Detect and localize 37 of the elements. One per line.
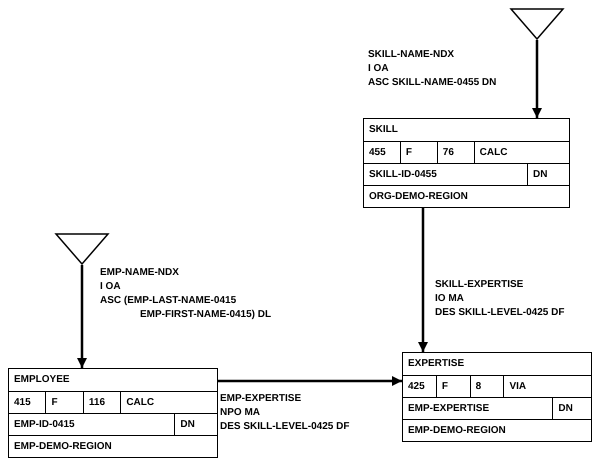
field-cell: EMP-ID-0415 [9, 413, 176, 435]
field-cell: DN [175, 413, 217, 435]
triangle-symbol [510, 8, 564, 40]
field-cell: CALC [121, 391, 217, 413]
field-cell: CALC [474, 141, 569, 163]
field-cell: SKILL-ID-0455 [364, 163, 528, 185]
record-name-cell-text: SKILL [368, 123, 399, 137]
record-name-cell-text: EXPERTISE [407, 357, 466, 371]
arrow [218, 376, 402, 386]
edge-label: EMP-EXPERTISE NPO MA DES SKILL-LEVEL-0425 DF [220, 392, 350, 434]
field-cell: 8 [470, 375, 504, 397]
edge-label: SKILL-EXPERTISE IO MA DES SKILL-LEVEL-0425 DF [435, 278, 564, 320]
field-cell: EMP-DEMO-REGION [403, 419, 591, 441]
field-cell: DN [553, 397, 591, 419]
record-box [402, 352, 592, 442]
record-name-cell-text: EMPLOYEE [13, 373, 71, 387]
edge-label: EMP-NAME-NDX I OA ASC (EMP-LAST-NAME-0415 EMP-FIRST-NAME-0415) DL [100, 266, 272, 322]
field-cell: F [436, 375, 471, 397]
field-cell: 415 [9, 391, 46, 413]
field-cell: 425 [403, 375, 437, 397]
field-cell: VIA [504, 375, 591, 397]
field-cell: F [46, 391, 84, 413]
field-cell: 455 [364, 141, 401, 163]
arrow [532, 40, 542, 118]
record-box [8, 368, 218, 458]
edge-label: SKILL-NAME-NDX I OA ASC SKILL-NAME-0455 DN [368, 48, 496, 90]
field-cell: 76 [438, 141, 475, 163]
field-cell: 116 [84, 391, 122, 413]
arrow [418, 208, 428, 352]
arrow [77, 265, 87, 368]
record-box [363, 118, 570, 208]
field-cell: F [400, 141, 438, 163]
field-cell: EMP-EXPERTISE [403, 397, 554, 419]
triangle-symbol [55, 233, 109, 265]
field-cell: EMP-DEMO-REGION [9, 435, 217, 457]
field-cell: DN [528, 163, 569, 185]
field-cell: ORG-DEMO-REGION [364, 185, 569, 207]
